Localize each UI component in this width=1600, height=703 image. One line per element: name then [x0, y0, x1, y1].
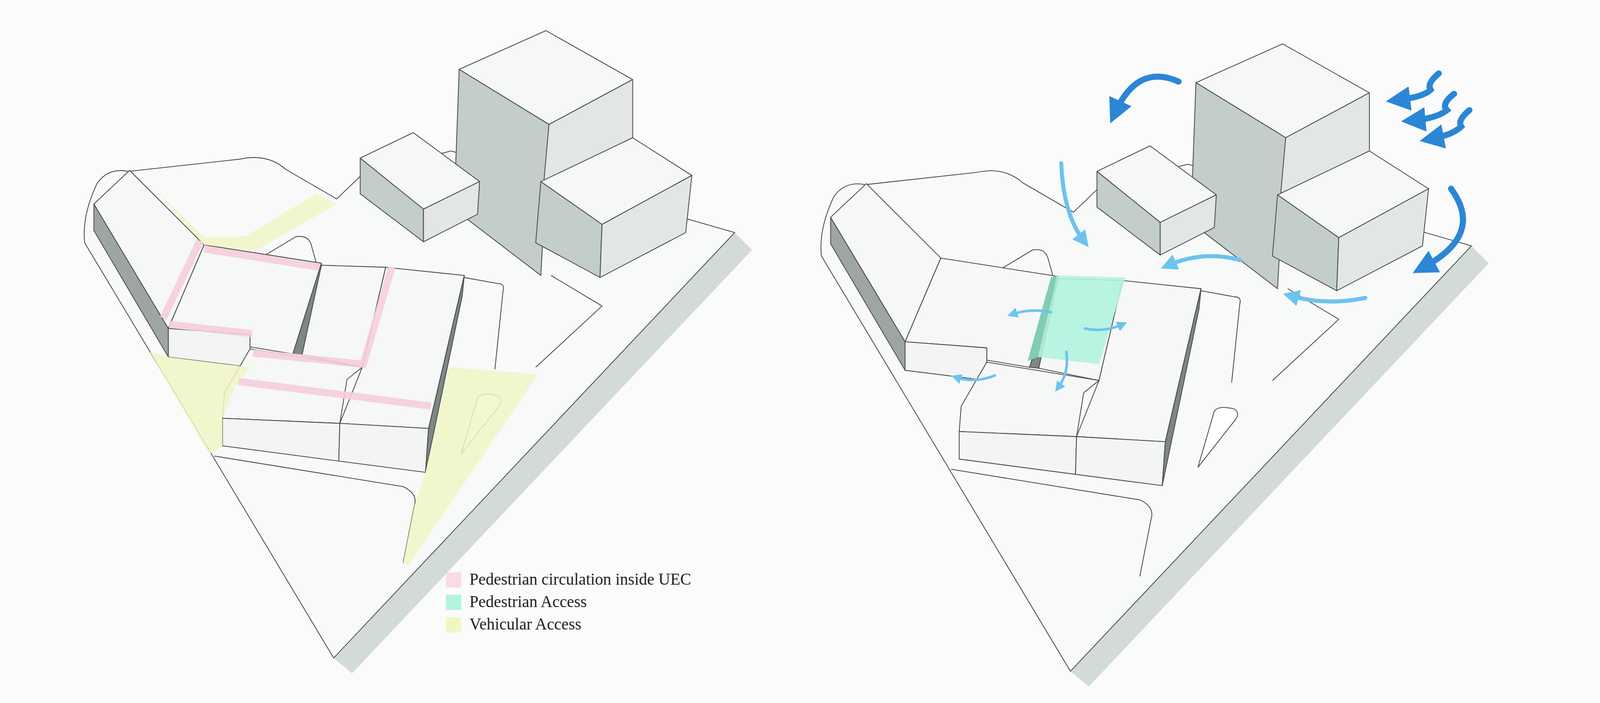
- legend: Pedestrian circulation inside UEC Pedestr…: [445, 568, 691, 636]
- legend-text: Vehicular Access: [469, 615, 582, 634]
- legend-row: Vehicular Access: [445, 613, 691, 636]
- legend-text: Pedestrian circulation inside UEC: [469, 570, 692, 589]
- legend-swatch: [445, 572, 462, 588]
- legend-row: Pedestrian Access: [445, 590, 691, 614]
- legend-text: Pedestrian Access: [469, 592, 588, 612]
- legend-swatch: [445, 616, 462, 633]
- legend-row: Pedestrian circulation inside UEC: [445, 568, 691, 591]
- legend-swatch: [445, 594, 462, 610]
